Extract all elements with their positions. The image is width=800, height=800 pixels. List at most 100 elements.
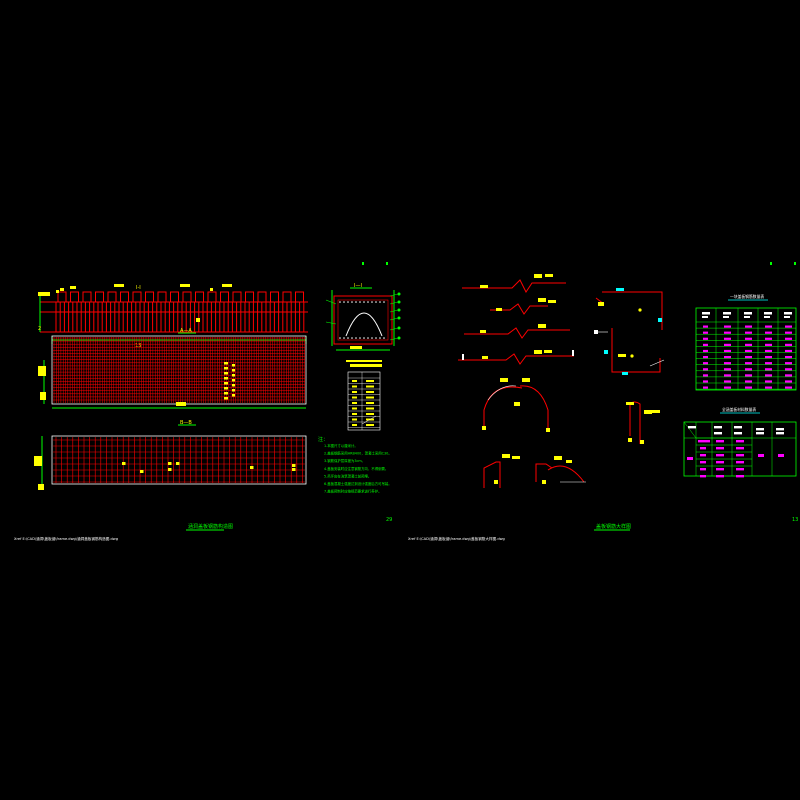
- leader-bubble: [397, 292, 401, 296]
- leader-line: [389, 317, 399, 321]
- rebar-stirrup: [232, 291, 242, 302]
- table1-title: 一块盖板钢筋数量表: [730, 294, 764, 299]
- table-value-mark: [736, 440, 744, 443]
- rebar-quantity-table-one-slab: 一块盖板钢筋数量表: [695, 294, 797, 391]
- stirrup-detail-labels: [594, 288, 665, 375]
- plan-a-title: A—A: [180, 328, 192, 334]
- table-value-mark: [785, 356, 792, 359]
- rebar-stirrup: [182, 291, 192, 302]
- rebar-dot: [359, 301, 361, 303]
- table-cell-mark: [366, 391, 374, 393]
- table-value-mark: [736, 468, 744, 471]
- rebar-stirrup: [270, 291, 279, 302]
- table-value-mark: [703, 337, 708, 340]
- table-value-mark: [716, 440, 724, 443]
- rebar-dot: [351, 337, 353, 339]
- rebar-tag: [250, 466, 254, 469]
- table-value-mark: [724, 337, 731, 340]
- table-value-mark: [700, 475, 706, 478]
- table-header-mark: [723, 316, 729, 318]
- bent-rebar-details: [483, 401, 641, 488]
- table-header-mark: [702, 312, 710, 315]
- left-xref-path: Xref E:\CAD\涵洞\盖板涵\frame.dwg\涵洞盖板钢筋构造图.d…: [14, 536, 118, 541]
- table-value-mark: [785, 386, 792, 389]
- leader-line: [325, 299, 337, 305]
- rebar-tag: [168, 468, 172, 471]
- rebar-tag: [224, 392, 228, 395]
- rebar-stirrup: [120, 291, 129, 302]
- table-value-mark: [765, 362, 772, 365]
- table-value-mark: [703, 349, 708, 353]
- sheet-mark: [794, 262, 796, 265]
- table-value-mark: [765, 343, 772, 346]
- arch-rebar-details: [482, 378, 550, 432]
- table-value-mark: [700, 461, 706, 464]
- table-value-mark: [716, 475, 724, 478]
- plan-b-view: B—B: [34, 420, 307, 490]
- rebar-tag: [224, 377, 228, 380]
- rebar-tag: [224, 367, 228, 370]
- rebar-tag: [232, 384, 235, 387]
- table-cell-mark: [352, 402, 357, 404]
- rebar-tag: [224, 382, 228, 385]
- leader-line: [389, 337, 399, 341]
- table-value-mark: [703, 368, 708, 371]
- rebar-dot: [351, 301, 353, 303]
- sheet-mark: [770, 262, 772, 265]
- rebar-tag: [176, 462, 180, 465]
- rebar-tag: [292, 468, 296, 471]
- table-value-mark: [745, 380, 752, 383]
- table-value-mark: [745, 325, 752, 328]
- table-value-mark: [745, 337, 752, 340]
- table-value-mark: [736, 461, 744, 464]
- table-value-mark: [765, 349, 772, 353]
- rebar-dot: [343, 337, 345, 339]
- table-value-mark: [765, 325, 772, 328]
- rebar-stirrup: [132, 291, 142, 302]
- table-value-mark: [724, 356, 731, 359]
- note-line: 1.本图尺寸以厘米计。: [324, 443, 358, 448]
- material-quantity-table: 全涵盖板材料数量表: [683, 407, 797, 478]
- table-header-mark: [714, 426, 722, 429]
- table-value-mark: [687, 457, 693, 460]
- note-line: 6.盖板混凝土强度达到设计强度后方可吊装。: [324, 481, 392, 486]
- table-cell-mark: [366, 380, 374, 382]
- elevation-side-label: [38, 292, 50, 296]
- rebar-stirrup: [282, 291, 292, 302]
- leader-line: [389, 301, 399, 305]
- table-cell-mark: [352, 407, 357, 410]
- notes-block: 注： 1.本图尺寸以厘米计。2.盖板钢筋采用HRB400，混凝土采用C30。3.…: [318, 436, 392, 494]
- elevation-side-dim: 2: [38, 326, 41, 332]
- rebar-stirrup: [195, 291, 204, 302]
- table-cell-mark: [366, 413, 374, 415]
- table-value-mark: [758, 454, 764, 457]
- table-header-mark: [702, 316, 708, 318]
- table-header-mark: [734, 432, 742, 435]
- cross-section-view: I—I: [325, 283, 401, 362]
- table-cell-mark: [366, 402, 374, 404]
- table-value-mark: [724, 325, 731, 328]
- table-value-mark: [700, 447, 706, 450]
- table-value-mark: [745, 356, 752, 359]
- rebar-dot: [347, 301, 349, 303]
- rebar-stirrup: [157, 291, 167, 302]
- leader-bubble: [397, 300, 401, 304]
- table-value-mark: [716, 454, 724, 457]
- table-value-mark: [724, 386, 731, 389]
- table-value-mark: [716, 461, 724, 464]
- sheet-mark: [362, 262, 364, 265]
- table-value-mark: [745, 368, 752, 371]
- table-value-mark: [745, 386, 752, 389]
- right-sheet: 一块盖板钢筋数量表 全涵盖板材料数量表 盖板钢筋大样图 13 Xref E:\C…: [408, 262, 798, 541]
- table2-title: 全涵盖板材料数量表: [722, 407, 756, 412]
- right-sheet-title: 盖板钢筋大样图: [596, 523, 631, 530]
- table-value-mark: [703, 380, 708, 383]
- rebar-tag: [168, 462, 172, 465]
- table-header-mark: [714, 432, 722, 435]
- rebar-table: [347, 364, 382, 431]
- rebar-stirrup: [220, 291, 229, 302]
- callout-label: I-I: [136, 285, 141, 291]
- table-value-mark: [785, 362, 792, 365]
- table-header-mark: [784, 316, 790, 318]
- rebar-dot: [375, 301, 377, 303]
